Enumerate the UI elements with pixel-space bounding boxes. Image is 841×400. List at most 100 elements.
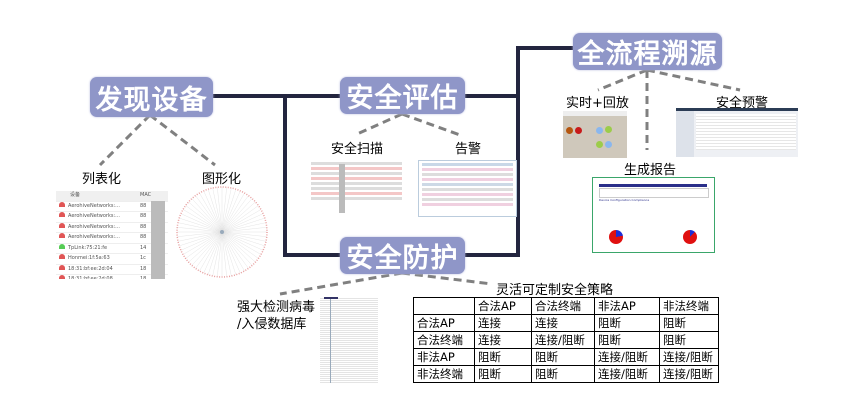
graph-edge xyxy=(221,231,256,263)
graph-edge xyxy=(212,231,223,277)
alarm-thumbnail xyxy=(418,160,517,217)
table-row: 非法终端阻断阻断连接/阻断连接/阻断 xyxy=(413,365,719,383)
device-icon xyxy=(59,254,65,259)
device-icon xyxy=(59,201,65,207)
device-mac: 88 xyxy=(140,223,147,230)
graph-edge xyxy=(191,231,223,266)
graph-edge xyxy=(185,205,223,233)
device-icon xyxy=(59,222,65,228)
connector-trace xyxy=(516,46,578,96)
device-icon xyxy=(59,212,65,217)
graph-edge xyxy=(203,231,223,274)
device-list-item[interactable]: AerohiveNetworks:...88 xyxy=(56,233,168,244)
table-cell: 合法终端 xyxy=(413,331,475,349)
graph-edge xyxy=(221,231,241,274)
device-list-item[interactable]: AerohiveNetworks:...88 xyxy=(56,201,168,212)
connector-frame xyxy=(283,94,520,257)
device-list-item[interactable]: 18:31:bf:ee:2d:04 18 xyxy=(56,264,168,275)
header-mac: MAC xyxy=(140,192,152,198)
table-cell: 阻断 xyxy=(474,348,532,366)
label-realtime-replay: 实时+回放 xyxy=(566,96,629,111)
graph-edge xyxy=(221,231,267,237)
device-icon xyxy=(59,243,65,249)
header-device: 设备 xyxy=(70,192,81,198)
graph-edge xyxy=(177,231,223,237)
device-name: AerohiveNetworks:... xyxy=(68,223,120,230)
graph-edge xyxy=(199,231,223,272)
label-security-scan: 安全扫描 xyxy=(331,142,384,157)
table-row: 合法终端连接连接/阻断阻断阻断 xyxy=(413,331,719,349)
graph-edge xyxy=(221,231,267,242)
device-name: TpLink:75:21:fe xyxy=(68,244,108,251)
device-mac: 18 xyxy=(140,276,147,279)
graph-edge xyxy=(221,189,237,233)
graph-edge xyxy=(221,187,227,233)
device-name: AerohiveNetworks:... xyxy=(68,202,120,209)
graph-edge xyxy=(221,231,262,255)
device-mac: 88 xyxy=(140,234,147,240)
graph-edge xyxy=(188,201,223,233)
graph-edge xyxy=(185,231,223,259)
device-mac: 14 xyxy=(140,244,147,251)
graph-edge xyxy=(221,192,245,233)
table-header-row: 合法AP 合法终端 非法AP 非法终端 xyxy=(413,297,719,315)
device-list-item[interactable]: AerohiveNetworks:... 88 xyxy=(56,222,168,233)
label-policy-title: 灵活可定制安全策略 xyxy=(496,283,614,298)
table-cell: 阻断 xyxy=(531,365,595,383)
graph-edge xyxy=(207,231,223,275)
device-list-item[interactable]: AerohiveNetworks:... 88 xyxy=(56,212,168,223)
device-mac: 18 xyxy=(140,265,147,272)
report-heading: Device Configuration Compliance xyxy=(599,198,650,202)
device-list-item[interactable]: 18:31:bf:ee:2d:08 18 xyxy=(56,275,168,279)
graph-edge xyxy=(221,201,256,233)
graph-edge xyxy=(199,192,223,233)
graph-edge xyxy=(221,213,264,233)
device-name: AerohiveNetworks:... xyxy=(68,213,120,219)
table-cell: 阻断 xyxy=(659,314,719,332)
table-cell: 连接/阻断 xyxy=(659,348,719,366)
table-cell: 阻断 xyxy=(594,314,660,332)
graph-edge xyxy=(179,231,223,247)
graph-edge xyxy=(221,209,262,233)
device-name: 18:31:bf:ee:2d:08 xyxy=(68,276,113,279)
device-icon xyxy=(59,275,65,279)
table-header-cell: 合法AP xyxy=(474,297,532,315)
node-security-assessment: 安全评估 xyxy=(340,77,465,114)
security-scan-thumbnail xyxy=(308,160,405,213)
node-full-traceability: 全流程溯源 xyxy=(573,33,722,70)
label-graph-view: 图形化 xyxy=(202,172,242,187)
table-cell: 阻断 xyxy=(531,348,595,366)
device-icon xyxy=(59,264,65,270)
graph-edge xyxy=(182,209,223,233)
device-mac: 88 xyxy=(140,213,147,219)
report-thumbnail: Device Configuration Compliance xyxy=(592,177,715,253)
table-cell: 阻断 xyxy=(659,331,719,349)
table-cell: 合法AP xyxy=(413,314,475,332)
graph-edge xyxy=(221,222,267,233)
graph-edge xyxy=(221,231,253,266)
device-mac: 1c xyxy=(140,255,146,261)
graph-edge xyxy=(221,231,245,272)
graph-edge xyxy=(188,231,223,263)
table-cell: 连接 xyxy=(531,314,595,332)
graph-edge xyxy=(180,231,223,251)
table-cell: 连接/阻断 xyxy=(594,365,660,383)
label-generate-report: 生成报告 xyxy=(624,163,677,178)
graph-edge xyxy=(195,231,223,269)
device-list-item[interactable]: TpLink:75:21:fe 14 xyxy=(56,243,168,254)
graph-edge xyxy=(221,231,237,275)
table-header-cell: 合法终端 xyxy=(531,297,595,315)
graph-edge xyxy=(177,227,223,233)
graph-edge xyxy=(221,227,267,233)
graph-edge xyxy=(221,231,265,247)
table-header-cell: 非法终端 xyxy=(659,297,719,315)
graph-edge xyxy=(221,231,259,259)
graph-edge xyxy=(177,231,223,242)
label-virus-db-1: 强大检测病毒 xyxy=(237,300,316,315)
graph-edge xyxy=(182,231,223,255)
device-name: 18:31:bf:ee:2d:04 xyxy=(68,265,113,272)
